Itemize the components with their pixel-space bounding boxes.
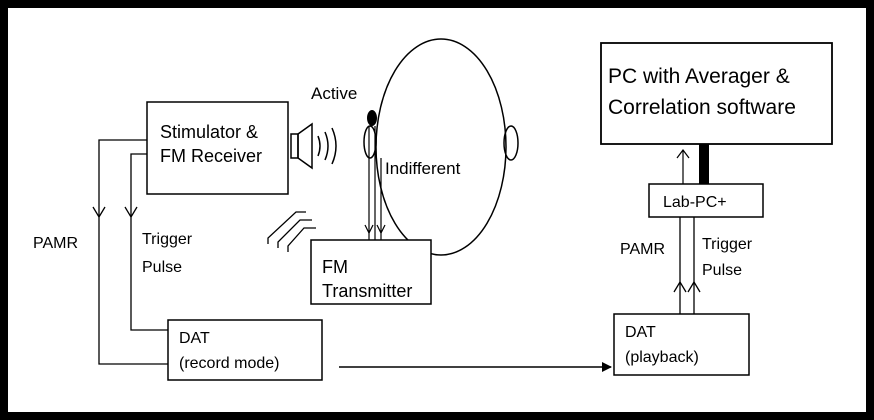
lead-arrow-1 bbox=[364, 224, 374, 235]
trigger-left-line bbox=[130, 153, 168, 331]
trigger-left-arrow bbox=[124, 206, 138, 219]
trigger-right-arrow bbox=[687, 280, 701, 293]
ear bbox=[503, 125, 519, 161]
active-label: Active bbox=[311, 84, 357, 103]
trigger-left-label-1: Trigger bbox=[142, 231, 193, 248]
pamr-left-label: PAMR bbox=[33, 235, 78, 252]
stimulator-label-1: Stimulator & bbox=[160, 122, 258, 142]
fm-transmitter-label-1: FM bbox=[322, 257, 348, 277]
pc-connector bbox=[699, 144, 709, 184]
earphone-icon bbox=[363, 125, 377, 159]
dat-record-box bbox=[167, 319, 323, 381]
dat-playback-label-1: DAT bbox=[625, 324, 656, 341]
pc-label-1: PC with Averager & bbox=[608, 65, 790, 88]
trigger-right-label-1: Trigger bbox=[702, 236, 753, 253]
head-outline bbox=[375, 38, 507, 256]
active-electrode bbox=[367, 110, 377, 126]
trigger-left-label-2: Pulse bbox=[142, 259, 182, 276]
stimulator-fm-receiver-box bbox=[146, 101, 289, 195]
fm-transmitter-label-2: Transmitter bbox=[322, 281, 412, 301]
fm-transmitter-box bbox=[310, 239, 432, 305]
pamr-right-label: PAMR bbox=[620, 241, 665, 258]
pc-label-2: Correlation software bbox=[608, 96, 796, 119]
dat-record-label-2: (record mode) bbox=[179, 355, 279, 372]
upward-link-arrow bbox=[676, 149, 690, 159]
labpc-box bbox=[648, 183, 764, 218]
labpc-label: Lab-PC+ bbox=[663, 194, 727, 211]
pamr-left-arrow bbox=[92, 206, 106, 219]
pc-box bbox=[600, 42, 833, 145]
dat-record-label-1: DAT bbox=[179, 330, 210, 347]
pamr-left-line bbox=[98, 139, 168, 365]
stimulator-label-2: FM Receiver bbox=[160, 146, 262, 166]
trigger-right-label-2: Pulse bbox=[702, 262, 742, 279]
lead-arrow-2 bbox=[376, 224, 386, 235]
speaker-icon bbox=[290, 122, 337, 170]
dat-playback-box bbox=[613, 313, 750, 376]
pamr-right-arrow bbox=[673, 280, 687, 293]
dat-playback-label-2: (playback) bbox=[625, 349, 699, 366]
indifferent-label: Indifferent bbox=[385, 159, 461, 178]
radio-wave-icon bbox=[267, 211, 316, 252]
